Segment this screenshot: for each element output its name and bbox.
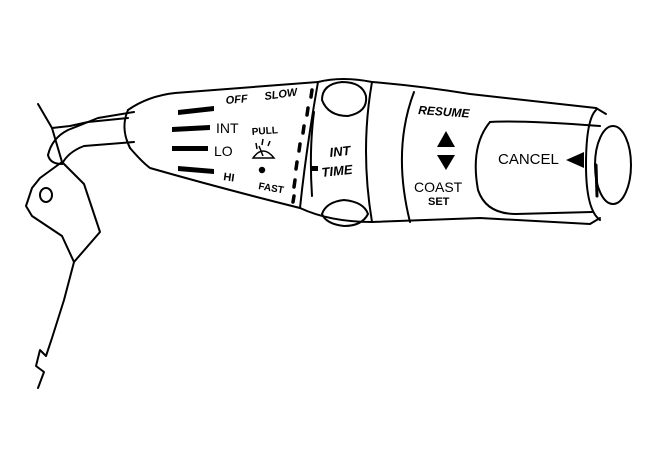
lever-stalk bbox=[47, 111, 135, 165]
cancel-pad[interactable] bbox=[474, 120, 601, 215]
ring-grip-bottom[interactable] bbox=[321, 199, 369, 227]
left-triangle-icon[interactable] bbox=[566, 152, 584, 168]
int-time-ring[interactable] bbox=[299, 78, 373, 227]
up-triangle-icon[interactable] bbox=[437, 131, 455, 147]
int-label: INT bbox=[216, 120, 239, 136]
down-triangle-icon[interactable] bbox=[437, 155, 455, 170]
lo-label: LO bbox=[214, 143, 233, 159]
column-bracket bbox=[25, 103, 129, 389]
mounting-hole bbox=[39, 187, 53, 203]
fast-label: FAST bbox=[257, 181, 284, 196]
slow-label: SLOW bbox=[264, 86, 300, 103]
speed-arc-dashes bbox=[291, 88, 314, 204]
cancel-label: CANCEL bbox=[498, 151, 559, 168]
ring-grip-top[interactable] bbox=[321, 81, 368, 117]
int-time-marker bbox=[311, 166, 318, 171]
coast-label: COAST bbox=[414, 179, 463, 195]
wiper-control-section bbox=[123, 81, 319, 209]
set-label: SET bbox=[428, 196, 450, 208]
int-time-label-line2: TIME bbox=[321, 162, 354, 180]
pull-label: PULL bbox=[251, 125, 278, 138]
lever-end-cap bbox=[585, 109, 632, 221]
int-time-label-line1: INT bbox=[329, 143, 352, 160]
wiper-position-bars bbox=[172, 106, 214, 174]
hi-label: HI bbox=[223, 171, 236, 184]
resume-label: RESUME bbox=[418, 103, 471, 121]
off-label: OFF bbox=[225, 93, 248, 107]
washer-icon bbox=[251, 138, 276, 174]
cruise-control-section bbox=[371, 81, 607, 225]
cruise-rocker-edge bbox=[400, 91, 415, 223]
